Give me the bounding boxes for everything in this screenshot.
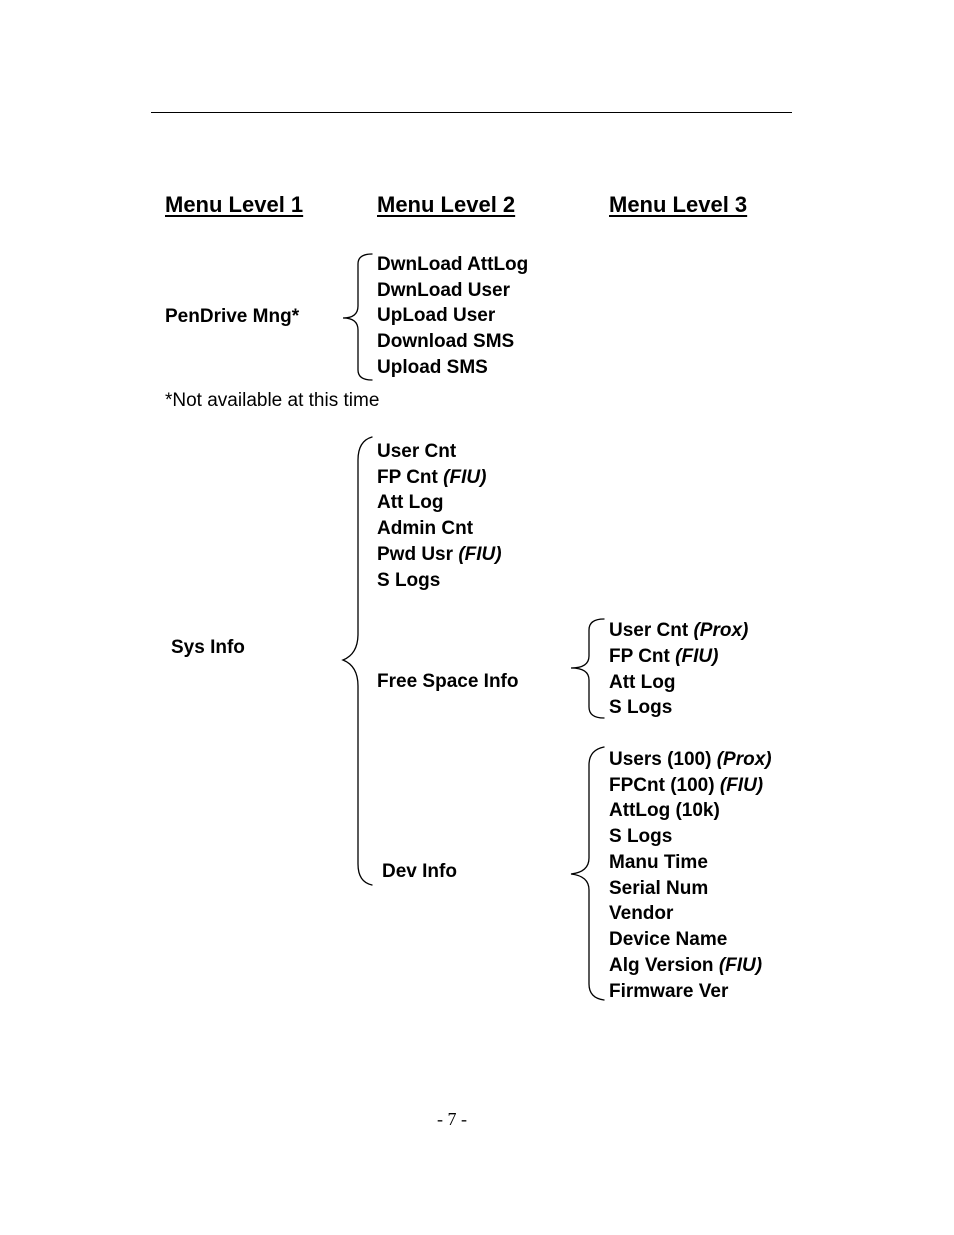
sys-info-item: FP Cnt (FIU) (377, 467, 487, 488)
sys-info-item: User Cnt (377, 441, 457, 462)
sys-info-brace (341, 436, 373, 886)
menu-level-1-heading: Menu Level 1 (165, 192, 304, 217)
pendrive-item: DwnLoad AttLog (377, 254, 529, 275)
dev-info-item: AttLog (10k) (609, 800, 720, 821)
dev-info-item: Users (100) (Prox) (609, 749, 772, 770)
pendrive-item: UpLoad User (377, 305, 496, 326)
sys-info-item: S Logs (377, 570, 441, 591)
sys-info-label: Sys Info (171, 637, 245, 658)
free-space-item: User Cnt (Prox) (609, 620, 749, 641)
free-space-item: Att Log (609, 672, 676, 693)
dev-info-item: Vendor (609, 903, 674, 924)
dev-info-item: Firmware Ver (609, 981, 729, 1002)
sys-info-item: Admin Cnt (377, 518, 474, 539)
dev-info-label: Dev Info (382, 861, 457, 882)
free-space-info-label: Free Space Info (377, 671, 519, 692)
sys-info-item: Pwd Usr (FIU) (377, 544, 502, 565)
dev-info-item: S Logs (609, 826, 673, 847)
pendrive-item: Upload SMS (377, 357, 488, 378)
page-number: - 7 - (437, 1109, 467, 1129)
free-space-item: S Logs (609, 697, 673, 718)
sys-info-item: Att Log (377, 492, 444, 513)
header-rule (151, 112, 792, 113)
menu-level-2-heading: Menu Level 2 (377, 192, 516, 217)
dev-info-item: Alg Version (FIU) (609, 955, 763, 976)
dev-info-item: FPCnt (100) (FIU) (609, 775, 764, 796)
dev-info-item: Manu Time (609, 852, 708, 873)
menu-level-3-heading: Menu Level 3 (609, 192, 748, 217)
pendrive-item: Download SMS (377, 331, 515, 352)
availability-footnote: *Not available at this time (165, 390, 380, 411)
dev-info-brace (570, 746, 605, 1001)
dev-info-item: Serial Num (609, 878, 709, 899)
pendrive-mng-label: PenDrive Mng* (165, 306, 300, 327)
pendrive-brace (342, 253, 373, 381)
free-space-item: FP Cnt (FIU) (609, 646, 719, 667)
pendrive-item: DwnLoad User (377, 280, 511, 301)
dev-info-item: Device Name (609, 929, 728, 950)
free-space-brace (570, 618, 605, 719)
